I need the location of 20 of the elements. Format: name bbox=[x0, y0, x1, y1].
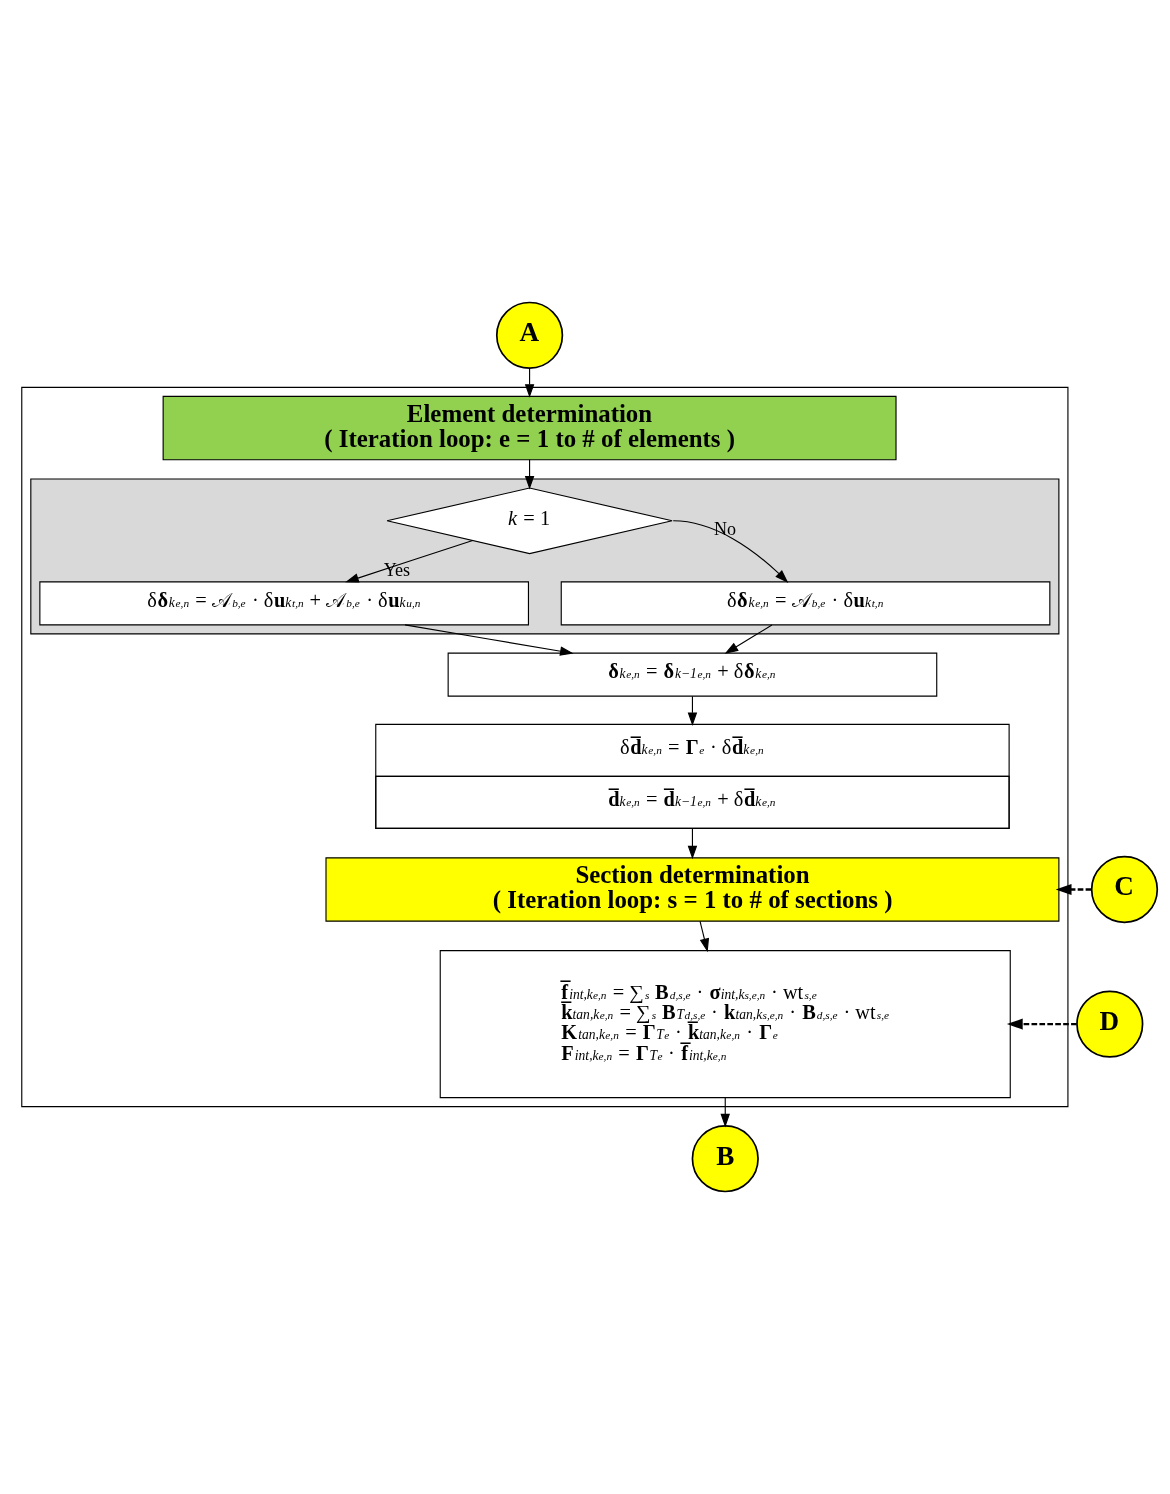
node-circle: B bbox=[691, 1125, 759, 1193]
arrow bbox=[724, 624, 773, 654]
node-box: δδke,n = 𝒜b,e · δukt,n bbox=[560, 581, 1051, 626]
arrow bbox=[672, 520, 789, 583]
arrow bbox=[699, 920, 710, 953]
arrow bbox=[1055, 883, 1092, 896]
arrow bbox=[345, 540, 474, 583]
node-circle: C bbox=[1090, 855, 1159, 924]
edge-label: Yes bbox=[383, 559, 411, 580]
node-box: δke,n = δk−1e,n + δδke,n bbox=[447, 652, 938, 697]
node-circle: A bbox=[495, 301, 564, 369]
node-box: f̅int,ke,n = ∑s Bd,s,e · σint,ks,e,n · wts,e k̅tan,ke,n = ∑s BTd,s,e · ktan,ks,e,n · Bd,s,e · wts,e Ktan,ke,n = ΓTe · k̅tan,ke,n · Γe Fint,ke,n = ΓTe · f̅int,ke,n bbox=[439, 950, 1011, 1099]
node-box: Section determination ( Iteration loop: s = 1 to # of sections ) bbox=[325, 857, 1060, 922]
cluster bbox=[30, 478, 1060, 635]
node-box: Element determination ( Iteration loop: e = 1 to # of elements ) bbox=[162, 395, 897, 461]
node-diamond: k = 1 bbox=[386, 487, 673, 555]
edge-label: No bbox=[713, 519, 737, 540]
node-circle: D bbox=[1076, 990, 1144, 1058]
arrow bbox=[1006, 1018, 1077, 1030]
node-box: δδke,n = 𝒜b,e · δukt,n + 𝒜b,e · δuku,n bbox=[39, 581, 529, 626]
